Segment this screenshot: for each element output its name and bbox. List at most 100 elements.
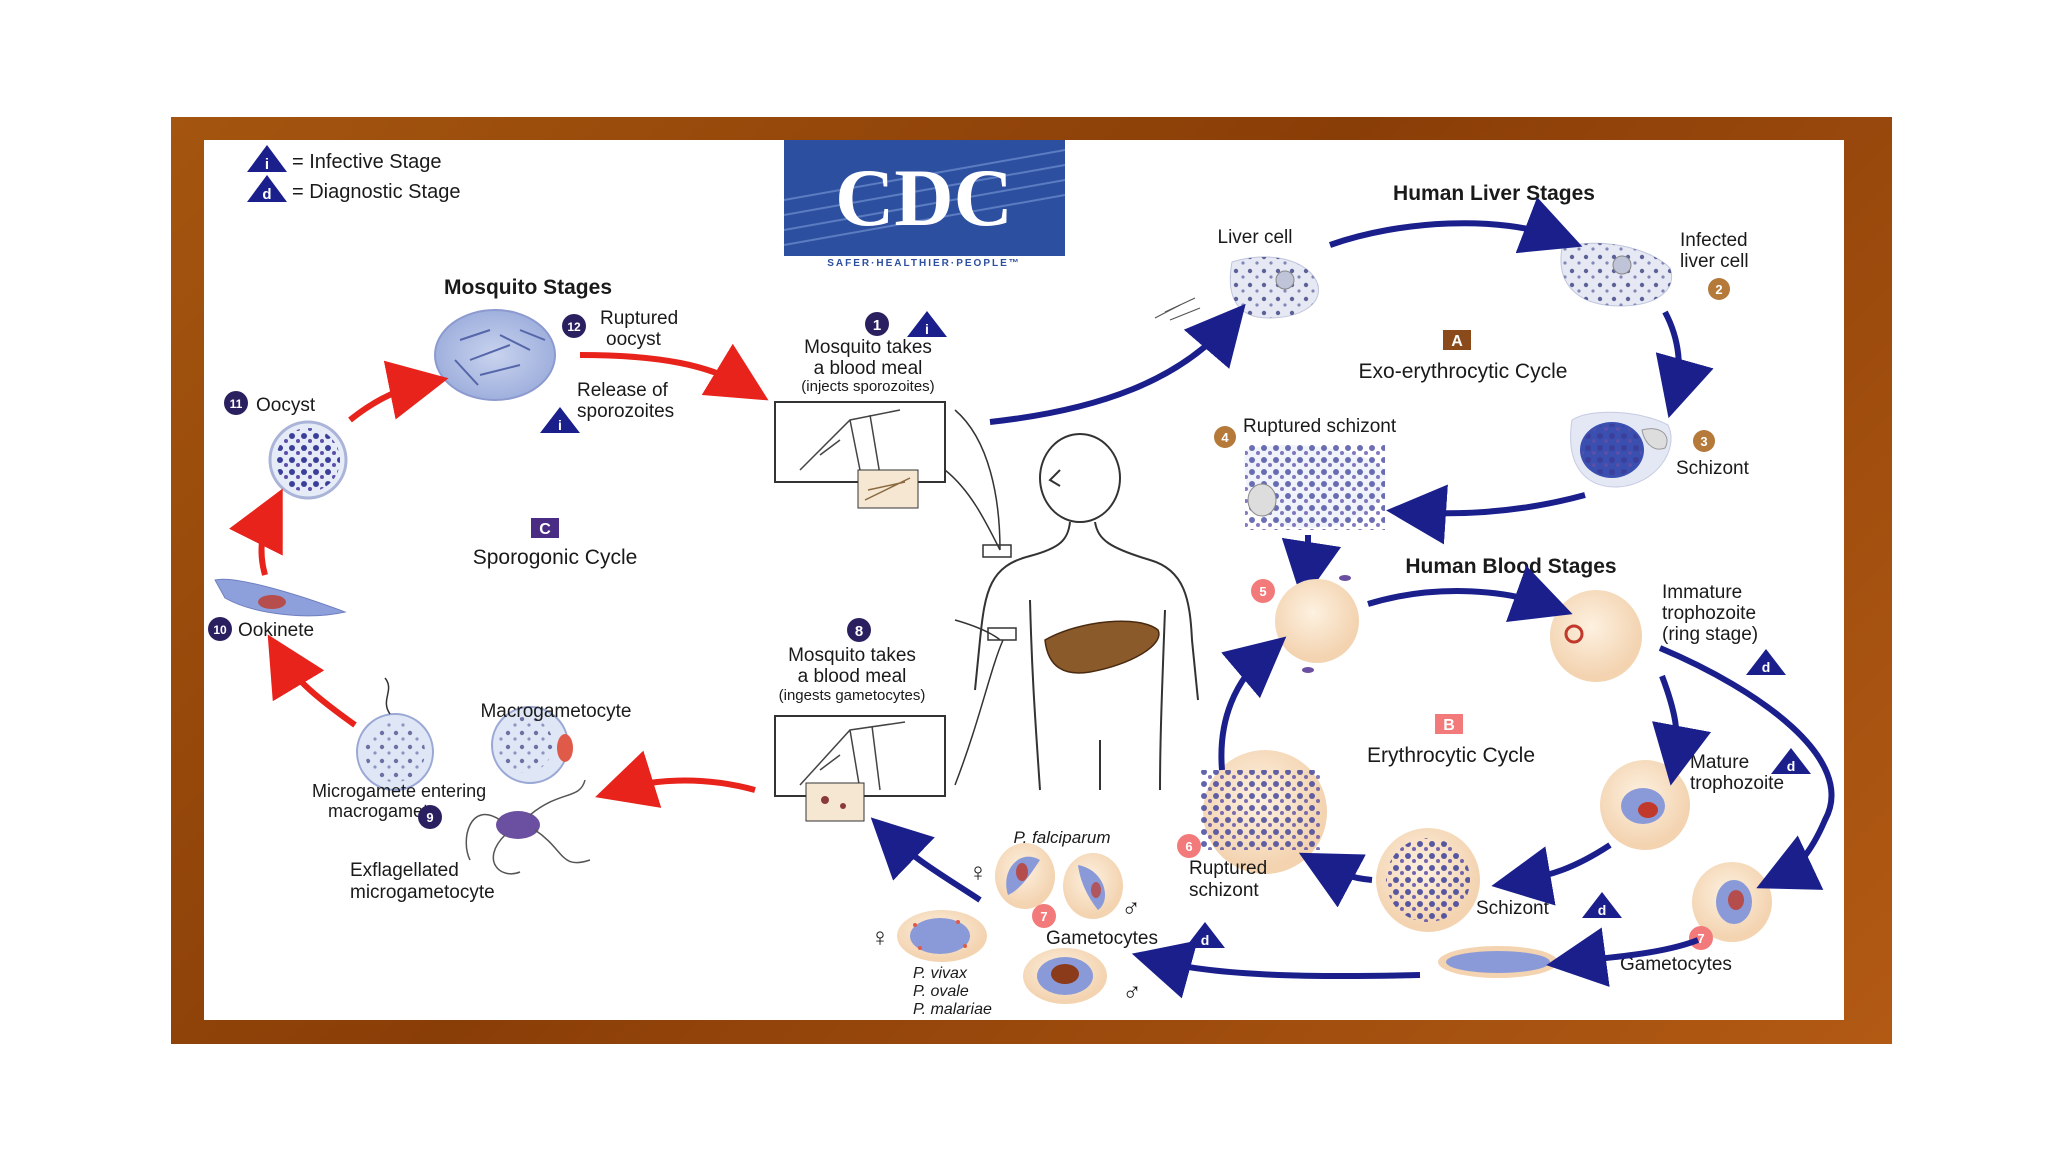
step-1-line1: Mosquito takes <box>804 337 932 358</box>
exflagellated-line1: Exflagellated <box>350 860 459 881</box>
sporogonic-cycle-label: Sporogonic Cycle <box>473 546 638 569</box>
svg-text:10: 10 <box>213 623 227 637</box>
legend: i = Infective Stage d = Diagnostic Stage <box>247 145 460 203</box>
liver-schizont <box>1570 411 1672 488</box>
cdc-logo-text: CDC <box>835 152 1013 243</box>
mature-trophozoite-rbc <box>1600 760 1690 850</box>
mosquito-panel-1 <box>774 401 946 509</box>
diagnostic-stage-icon: d <box>1746 649 1786 675</box>
blood-schizont-rbc <box>1376 828 1480 932</box>
step-9-line2: macrogamete <box>328 801 438 821</box>
svg-text:1: 1 <box>873 317 881 334</box>
release-sporozoites-line1: Release of <box>577 380 669 401</box>
human-silhouette <box>974 433 1199 791</box>
step-12-badge: 12 <box>562 314 586 338</box>
step-4-badge: 4 <box>1214 426 1236 448</box>
female-symbol-2: ♀ <box>870 922 890 952</box>
macrogametocyte-cell <box>491 706 573 784</box>
svg-text:A: A <box>1451 333 1463 350</box>
step-8-line2: a blood meal <box>798 666 907 687</box>
step-8-badge: 8 <box>847 618 871 642</box>
falciparum-gametocyte-female <box>995 843 1055 909</box>
infected-liver-cell <box>1560 242 1673 307</box>
immature-trophozoite-rbc <box>1550 590 1642 682</box>
male-symbol-2: ♂ <box>1122 977 1142 1007</box>
vivax-gametocyte-female <box>897 910 987 962</box>
svg-text:d: d <box>1762 659 1771 675</box>
diagnostic-stage-icon: d <box>247 175 287 203</box>
step-11-label: Oocyst <box>256 395 316 416</box>
step-2-line1: Infected <box>1680 230 1748 251</box>
step-7-badge-right: 7 <box>1689 926 1713 950</box>
step-6-badge: 6 <box>1177 834 1201 858</box>
step-5-badge: 5 <box>1251 579 1275 603</box>
svg-text:d: d <box>1201 932 1210 948</box>
legend-infective-label: = Infective Stage <box>292 151 442 173</box>
cdc-logo: CDC SAFER·HEALTHIER·PEOPLE™ <box>783 140 1066 269</box>
diagnostic-stage-icon: d <box>1185 922 1225 948</box>
svg-text:4: 4 <box>1221 430 1229 445</box>
svg-text:12: 12 <box>567 320 581 334</box>
oocyst-cell <box>268 420 348 500</box>
cycle-a-badge: A <box>1443 330 1471 350</box>
svg-text:7: 7 <box>1697 931 1704 946</box>
infective-stage-icon <box>907 311 947 337</box>
exflagellated-line2: microgametocyte <box>350 882 495 903</box>
step-7-badge-center: 7 <box>1032 904 1056 928</box>
svg-text:8: 8 <box>855 623 863 640</box>
sporogonic-arrows <box>229 343 769 808</box>
exo-erythrocytic-cycle-label: Exo-erythrocytic Cycle <box>1359 360 1568 383</box>
step-4-label: Ruptured schizont <box>1243 416 1397 437</box>
falciparum-gametocyte-male <box>1063 853 1123 919</box>
step-6-line1: Ruptured <box>1189 858 1267 879</box>
liver-cell <box>1154 256 1319 321</box>
infective-stage-icon: i <box>540 407 580 433</box>
svg-text:i: i <box>925 321 929 337</box>
step-1-line2: a blood meal <box>814 358 923 379</box>
microgamete-entering-cell <box>356 677 434 791</box>
svg-text:2: 2 <box>1715 282 1722 297</box>
mature-line2: trophozoite <box>1690 773 1784 794</box>
ruptured-schizont-liver <box>1244 445 1386 530</box>
diagnostic-symbol: d <box>262 186 271 203</box>
legend-diagnostic-label: = Diagnostic Stage <box>292 181 460 203</box>
step-12-line2: oocyst <box>606 329 662 350</box>
svg-text:B: B <box>1443 717 1455 734</box>
step-12-line1: Ruptured <box>600 308 678 329</box>
elongated-gametocyte <box>1438 946 1558 978</box>
gametocytes-center-label: Gametocytes <box>1046 928 1158 949</box>
erythrocytic-arrows <box>870 565 1835 999</box>
liver-stages-heading: Human Liver Stages <box>1393 182 1595 205</box>
step-6-line2: schizont <box>1189 880 1259 901</box>
gametocyte-rbc-right <box>1692 862 1772 942</box>
svg-text:7: 7 <box>1040 909 1047 924</box>
step-10-badge: 10 <box>208 617 232 641</box>
p-malariae-label: P. malariae <box>913 1001 992 1018</box>
step-11-badge: 11 <box>224 391 248 415</box>
cycle-c-badge: C <box>531 518 559 538</box>
cdc-tagline: SAFER·HEALTHIER·PEOPLE™ <box>827 258 1021 269</box>
ruptured-oocyst-cell <box>434 309 556 401</box>
svg-text:9: 9 <box>426 810 433 825</box>
svg-text:6: 6 <box>1185 839 1192 854</box>
step-3-label: Schizont <box>1676 458 1750 479</box>
mosquito-stages-heading: Mosquito Stages <box>444 276 612 299</box>
liver-cycle-arrows <box>989 197 1714 602</box>
immature-line1: Immature <box>1662 582 1742 603</box>
immature-line3: (ring stage) <box>1662 624 1758 645</box>
step-10-label: Ookinete <box>238 620 314 641</box>
female-symbol-1: ♀ <box>968 857 988 887</box>
svg-text:C: C <box>539 521 551 538</box>
mosquito-panel-8 <box>774 715 946 822</box>
macrogametocyte-label: Macrogametocyte <box>480 701 631 722</box>
diagnostic-stage-icon: d <box>1582 892 1622 918</box>
liver-icon <box>1044 620 1160 674</box>
blood-stages-heading: Human Blood Stages <box>1405 555 1616 578</box>
p-ovale-label: P. ovale <box>913 983 969 1000</box>
immature-line2: trophozoite <box>1662 603 1756 624</box>
infective-stage-icon: i <box>247 145 287 173</box>
svg-text:d: d <box>1598 902 1607 918</box>
merozoite-rbc <box>1275 575 1359 673</box>
mosquito-connectors <box>944 409 1017 786</box>
step-1-badge: 1 i <box>865 311 947 337</box>
